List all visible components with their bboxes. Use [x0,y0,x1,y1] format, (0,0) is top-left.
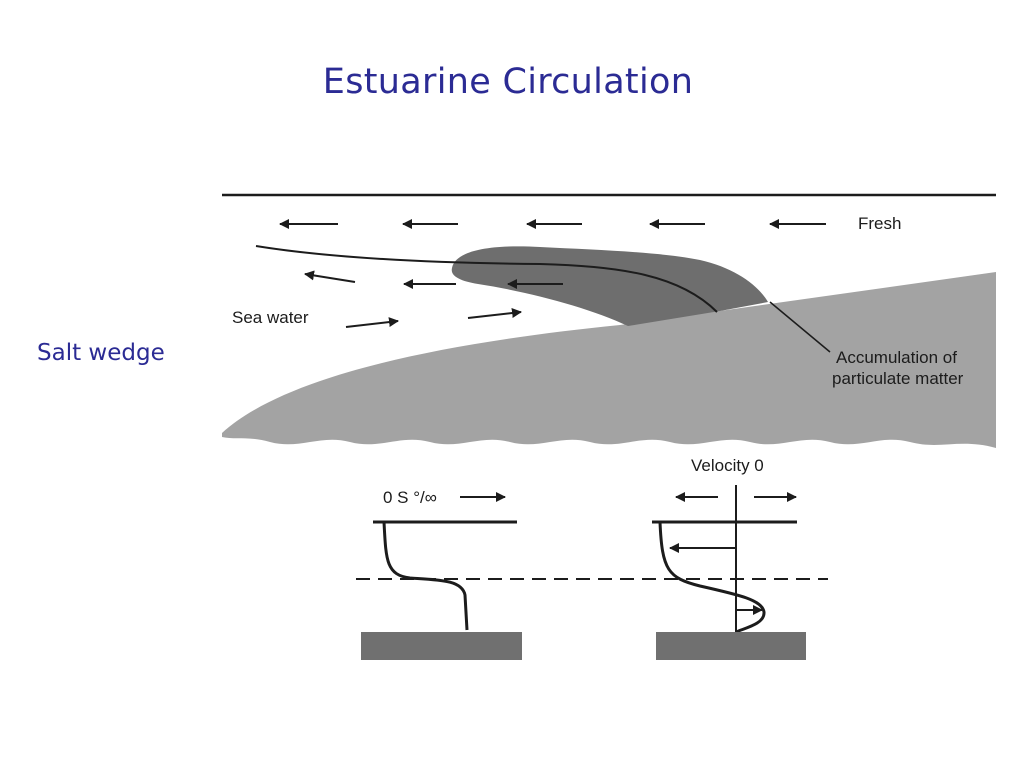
accumulation-pointer [769,301,831,353]
salt-wedge-shape [222,272,996,448]
velocity-bottom [656,632,806,660]
sea-water-label: Sea water [232,308,309,327]
salinity-bottom [361,632,522,660]
sea-water-flow-arrow [467,308,522,319]
salinity-profile-curve [382,521,469,631]
accumulation-zone [451,246,768,326]
velocity-profile-curve [658,521,766,634]
slide-title: Estuarine Circulation [322,62,694,102]
accumulation-label-line1: Accumulation of [836,348,957,367]
salinity-label: 0 S °/∞ [383,488,437,507]
halocline-curve [255,245,718,313]
salt-wedge-label: Salt wedge [37,340,165,366]
mixing-flow-arrow [304,270,356,283]
sea-water-flow-arrow [345,317,399,328]
fresh-label: Fresh [858,214,901,233]
velocity-label: Velocity 0 [691,456,764,475]
accumulation-label-line2: particulate matter [832,369,964,388]
